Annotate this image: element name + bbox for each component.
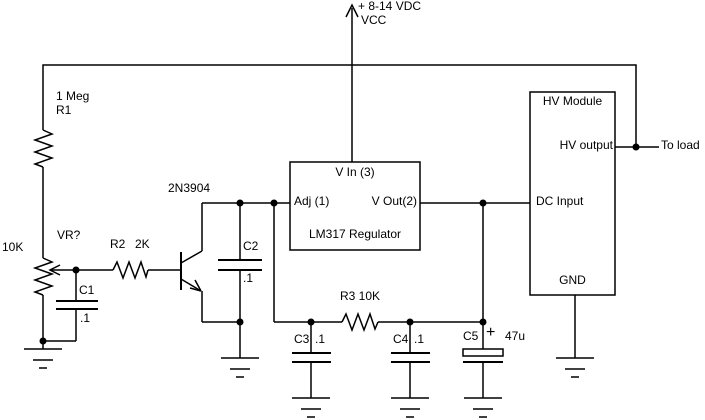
c1-ref-label: C1 (79, 283, 95, 297)
emitter-arrow-icon (194, 279, 202, 292)
gnd-pin-label: GND (559, 273, 586, 287)
hv-module-box (529, 91, 616, 296)
feedback-rail-wire (42, 64, 637, 147)
ground-symbol (24, 348, 62, 369)
hv-output-pin-label: HV output (559, 138, 613, 152)
to-load-label: To load (661, 138, 700, 152)
q1-transistor-symbol (180, 203, 240, 323)
c3-value-label: .1 (315, 332, 326, 346)
c2-value-label: .1 (243, 271, 254, 285)
ground-symbol (292, 397, 330, 418)
r1-ref-label: R1 (56, 103, 72, 117)
ground-symbol (221, 357, 259, 378)
lm317-box (289, 161, 421, 251)
vcc-voltage-label: + 8-14 VDC (358, 0, 422, 13)
wiper-arrow-icon (48, 264, 61, 276)
ground-symbol (464, 397, 502, 418)
lm317-adj-pin-label: Adj (1) (294, 194, 330, 208)
c5-polarity-label: + (486, 324, 496, 341)
r1-value-label: 1 Meg (56, 89, 90, 103)
junction-dot (39, 143, 640, 345)
c3-capacitor-symbol (292, 322, 331, 398)
vcc-net-label: VCC (361, 13, 387, 27)
q1-part-label: 2N3904 (168, 181, 211, 195)
vout-wire (420, 202, 530, 322)
c2-ref-label: C2 (243, 239, 259, 253)
r2-ref-label: R2 (110, 237, 126, 251)
vr-ref-label: VR? (57, 228, 81, 242)
emitter-arrow-icon (189, 287, 202, 292)
c5-ref-label: C5 (463, 329, 479, 343)
r2-resistor-symbol (112, 259, 181, 281)
dc-input-pin-label: DC Input (536, 194, 584, 208)
vcc-arrow-icon (345, 3, 359, 18)
ground-symbol (556, 357, 594, 378)
c3-ref-label: C3 (294, 332, 310, 346)
c5-capacitor-symbol (462, 322, 504, 398)
c4-value-label: .1 (414, 332, 425, 346)
hv-module-title-label: HV Module (542, 94, 603, 108)
adj-wire (202, 202, 342, 323)
c1-value-label: .1 (80, 311, 91, 325)
vr-value-label: 10K (2, 240, 24, 254)
ground-symbol (391, 397, 429, 418)
lm317-vin-pin-label: V In (3) (335, 165, 375, 179)
c4-capacitor-symbol (391, 322, 430, 398)
r1-resistor-symbol (32, 129, 55, 258)
c1-capacitor-symbol (43, 270, 98, 342)
lm317-title-label: LM317 Regulator (308, 227, 402, 241)
lm317-vout-pin-label: V Out(2) (371, 194, 417, 208)
c2-capacitor-symbol (218, 203, 262, 358)
r3-label: R3 10K (340, 289, 381, 303)
c4-ref-label: C4 (393, 332, 409, 346)
c5-value-label: 47u (505, 329, 526, 343)
r2-value-label: 2K (135, 237, 150, 251)
r3-resistor-symbol (341, 311, 483, 333)
